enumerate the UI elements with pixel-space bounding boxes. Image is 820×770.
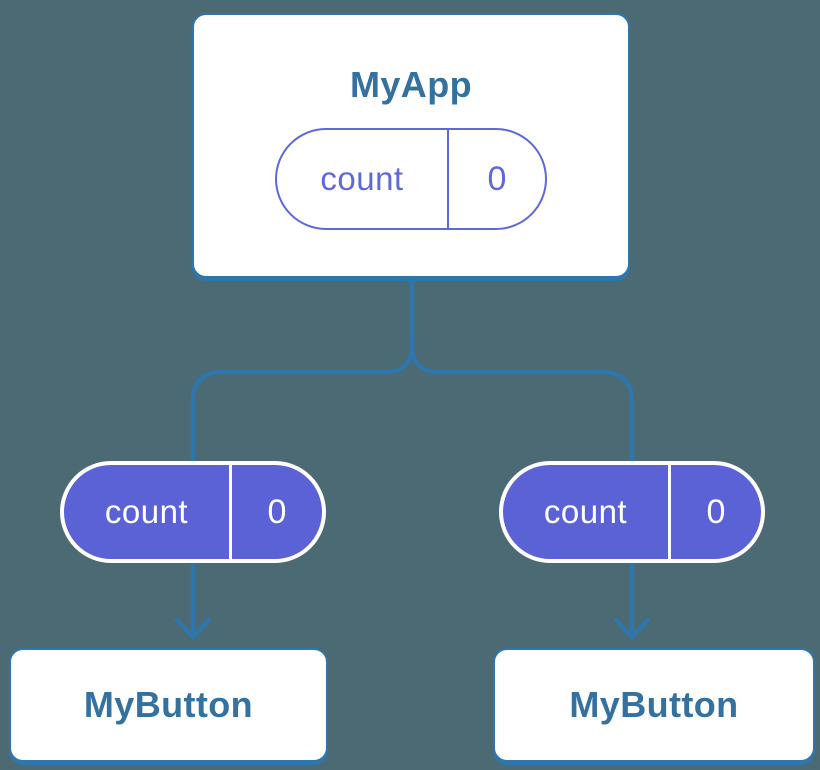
state-label: count <box>543 493 628 530</box>
component-title-mybutton-right: MyButton <box>569 684 739 725</box>
component-node-mybutton-right: MyButton <box>493 648 815 762</box>
arrow-down-icon-left <box>174 617 212 640</box>
state-pill-mybutton-right: count 0 <box>499 461 765 563</box>
state-label: count <box>320 160 404 197</box>
component-title-myapp: MyApp <box>350 64 472 105</box>
component-node-myapp: MyApp count 0 <box>192 13 630 278</box>
state-value: 0 <box>668 465 761 559</box>
state-label: count <box>104 493 189 530</box>
component-title-mybutton-left: MyButton <box>83 684 254 725</box>
state-pill-myapp: count 0 <box>275 128 547 230</box>
state-pill-mybutton-left: count 0 <box>60 461 326 563</box>
component-node-mybutton-left: MyButton <box>9 648 328 762</box>
branch-line-left <box>190 342 415 637</box>
arrow-down-icon-right <box>613 617 651 640</box>
state-value: 0 <box>447 130 545 228</box>
branch-line-right <box>409 342 635 637</box>
state-value: 0 <box>229 465 322 559</box>
